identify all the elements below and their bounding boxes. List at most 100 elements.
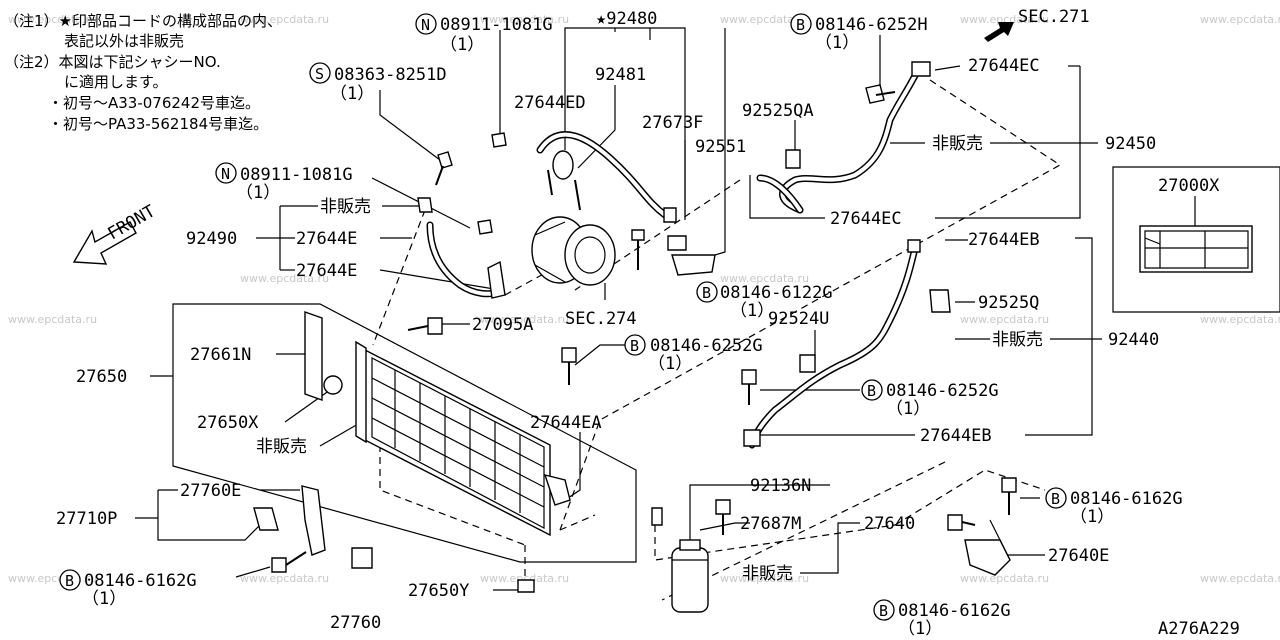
watermark: www.epcdata.ru bbox=[720, 572, 809, 585]
watermark: www.epcdata.ru bbox=[480, 13, 569, 26]
fittings bbox=[253, 61, 1017, 593]
n-badge: N bbox=[421, 16, 430, 34]
part-qty: （1） bbox=[730, 301, 774, 321]
part-labels: 08911-1081G （1） 08363-8251D （1） 08911-10… bbox=[56, 9, 1240, 639]
watermark: www.epcdata.ru bbox=[1200, 572, 1280, 585]
compressor bbox=[531, 150, 616, 286]
non-sale-label: 非販売 bbox=[742, 564, 793, 584]
non-sale-label: 非販売 bbox=[932, 134, 983, 154]
note-line: に適用します。 bbox=[64, 73, 168, 91]
note-line: （注1）★印部品コードの構成部品の内、 bbox=[4, 12, 282, 30]
part-label: 08146-6252H bbox=[815, 15, 928, 35]
watermark: www.epcdata.ru bbox=[1200, 313, 1280, 326]
part-label: 27687M bbox=[740, 514, 801, 534]
part-label: 27650 bbox=[76, 367, 127, 387]
b-badge: B bbox=[1051, 490, 1060, 508]
part-qty: （1） bbox=[648, 354, 692, 374]
part-qty: （1） bbox=[898, 619, 942, 639]
part-label: ★92480 bbox=[596, 9, 657, 29]
part-label: 08911-1081G bbox=[240, 165, 353, 185]
watermark: www.epcdata.ru bbox=[960, 313, 1049, 326]
note-line: （注2）本図は下記シャシーNO. bbox=[4, 53, 221, 71]
part-label: 27644EB bbox=[968, 230, 1040, 250]
part-qty: （1） bbox=[886, 399, 930, 419]
part-label: 27644EC bbox=[830, 209, 902, 229]
non-sale-label: 非販売 bbox=[320, 197, 371, 217]
part-label: 92450 bbox=[1105, 134, 1156, 154]
b-badge: B bbox=[630, 337, 639, 355]
watermark: www.epcdata.ru bbox=[8, 13, 97, 26]
non-sale-label: 非販売 bbox=[992, 330, 1043, 350]
part-label: 27673F bbox=[642, 113, 703, 133]
part-label: 08911-1081G bbox=[440, 15, 553, 35]
part-label: 27095A bbox=[472, 315, 533, 335]
part-qty: （1） bbox=[1070, 507, 1114, 527]
part-label: 92524U bbox=[768, 309, 829, 329]
part-label: 27644EB bbox=[920, 426, 992, 446]
front-label: FRONT bbox=[105, 201, 159, 244]
sec271-arrow-icon bbox=[984, 22, 1014, 42]
part-label: 92490 bbox=[186, 229, 237, 249]
part-label: 92440 bbox=[1108, 330, 1159, 350]
n-badge: N bbox=[221, 165, 230, 183]
part-label: 27661N bbox=[190, 345, 251, 365]
watermark: www.epcdata.ru bbox=[480, 313, 569, 326]
watermark: www.epcdata.ru bbox=[240, 272, 329, 285]
sec271-indicator: SEC.271 bbox=[984, 7, 1090, 42]
note-line: ・初号～A33-076242号車迄。 bbox=[48, 94, 260, 112]
condenser bbox=[304, 311, 571, 537]
part-label: 27644ED bbox=[514, 93, 586, 113]
receiver-dryer bbox=[671, 519, 1011, 613]
part-qty: （1） bbox=[815, 33, 859, 53]
watermark: www.epcdata.ru bbox=[960, 13, 1049, 26]
b-badge: B bbox=[702, 284, 711, 302]
part-qty: （1） bbox=[330, 84, 374, 104]
part-qty: （1） bbox=[236, 183, 280, 203]
part-label: 27650Y bbox=[408, 581, 469, 601]
watermark: www.epcdata.ru bbox=[240, 572, 329, 585]
front-arrow-icon bbox=[72, 221, 137, 265]
part-label: 08146-6162G bbox=[1070, 489, 1183, 509]
part-label: SEC.274 bbox=[565, 309, 637, 329]
part-label: 92481 bbox=[595, 65, 646, 85]
part-label: 27760 bbox=[330, 613, 381, 633]
part-label: 08146-6162G bbox=[898, 601, 1011, 621]
watermark: www.epcdata.ru bbox=[8, 313, 97, 326]
watermark: www.epcdata.ru bbox=[1200, 13, 1280, 26]
part-label: 27640E bbox=[1048, 546, 1109, 566]
watermarks: www.epcdata.ru www.epcdata.ru www.epcdat… bbox=[8, 13, 1280, 585]
part-label: 92136N bbox=[750, 476, 811, 496]
legend-box-label: 27000X bbox=[1158, 176, 1220, 196]
b-badge: B bbox=[796, 16, 805, 34]
part-label: 08363-8251D bbox=[334, 65, 447, 85]
label-plate: 27000X bbox=[1139, 176, 1253, 273]
watermark: www.epcdata.ru bbox=[240, 13, 329, 26]
part-label: 27644EA bbox=[530, 413, 602, 433]
watermark: www.epcdata.ru bbox=[480, 572, 569, 585]
part-label: 08146-6252G bbox=[650, 336, 763, 356]
s-badge: S bbox=[315, 65, 324, 83]
part-label: 27644EC bbox=[968, 56, 1040, 76]
notes: （注1）★印部品コードの構成部品の内、 表記以外は非販売 （注2）本図は下記シャ… bbox=[4, 12, 282, 133]
b-badge: B bbox=[65, 572, 74, 590]
pipes bbox=[426, 66, 922, 449]
part-label: 27644E bbox=[296, 229, 357, 249]
part-qty: （1） bbox=[82, 589, 126, 609]
part-label: 27710P bbox=[56, 509, 117, 529]
sec271-label: SEC.271 bbox=[1018, 7, 1090, 27]
drawing-code: A276A229 bbox=[1158, 619, 1240, 639]
front-indicator: FRONT bbox=[72, 201, 159, 265]
part-qty: （1） bbox=[440, 35, 484, 55]
non-sale-label: 非販売 bbox=[256, 437, 307, 457]
part-label: 27650X bbox=[197, 413, 259, 433]
note-line: ・初号～PA33-562184号車迄。 bbox=[48, 115, 268, 133]
part-label: 08146-6162G bbox=[84, 571, 197, 591]
part-label: 08146-6122G bbox=[720, 283, 833, 303]
part-label: 92551 bbox=[695, 137, 746, 157]
part-label: 92525QA bbox=[742, 101, 814, 121]
part-label: 08146-6252G bbox=[886, 381, 999, 401]
b-badge: B bbox=[879, 602, 888, 620]
part-label: 92525Q bbox=[978, 293, 1039, 313]
